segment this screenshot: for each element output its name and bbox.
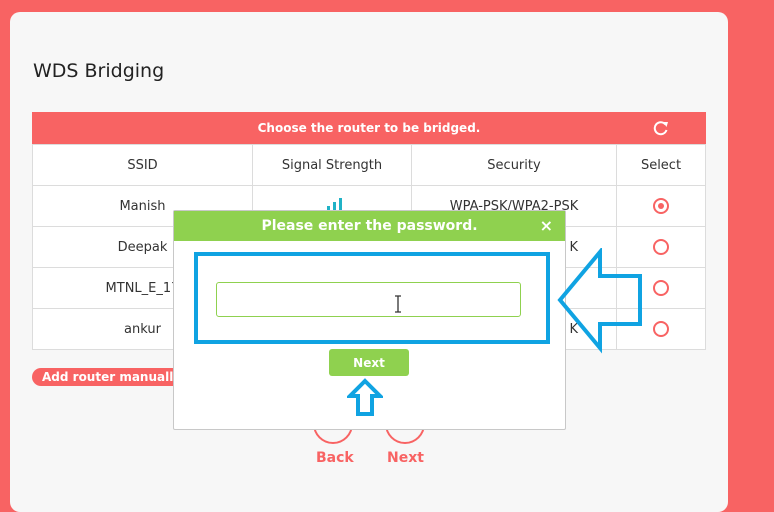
dialog-header: Please enter the password. × (174, 211, 565, 241)
annotation-left-arrow-icon (557, 248, 642, 354)
column-header-select: Select (616, 144, 706, 186)
text-cursor-icon (395, 295, 401, 313)
add-router-manually-button[interactable]: Add router manually (32, 368, 192, 386)
select-cell (616, 308, 706, 350)
select-radio[interactable] (653, 239, 669, 255)
select-radio[interactable] (653, 321, 669, 337)
column-header-signal: Signal Strength (252, 144, 412, 186)
select-cell (616, 226, 706, 268)
router-list-banner: Choose the router to be bridged. (32, 112, 706, 144)
select-cell (616, 185, 706, 227)
refresh-icon[interactable] (652, 119, 670, 137)
close-icon[interactable]: × (539, 216, 553, 235)
next-button[interactable]: Next (387, 450, 424, 466)
dialog-title: Please enter the password. (261, 218, 478, 234)
annotation-up-arrow-icon (347, 378, 383, 416)
dialog-next-button[interactable]: Next (329, 349, 409, 376)
page-title: WDS Bridging (33, 60, 165, 82)
annotation-highlight-box (194, 252, 550, 344)
select-radio[interactable] (653, 198, 669, 214)
select-radio[interactable] (653, 280, 669, 296)
password-input[interactable] (216, 282, 521, 317)
column-header-ssid: SSID (32, 144, 253, 186)
banner-text: Choose the router to be bridged. (257, 121, 481, 135)
table-header-row: SSID Signal Strength Security Select (32, 144, 706, 186)
back-button[interactable]: Back (316, 450, 354, 466)
password-dialog: Please enter the password. × Next (173, 210, 566, 430)
column-header-security: Security (411, 144, 617, 186)
